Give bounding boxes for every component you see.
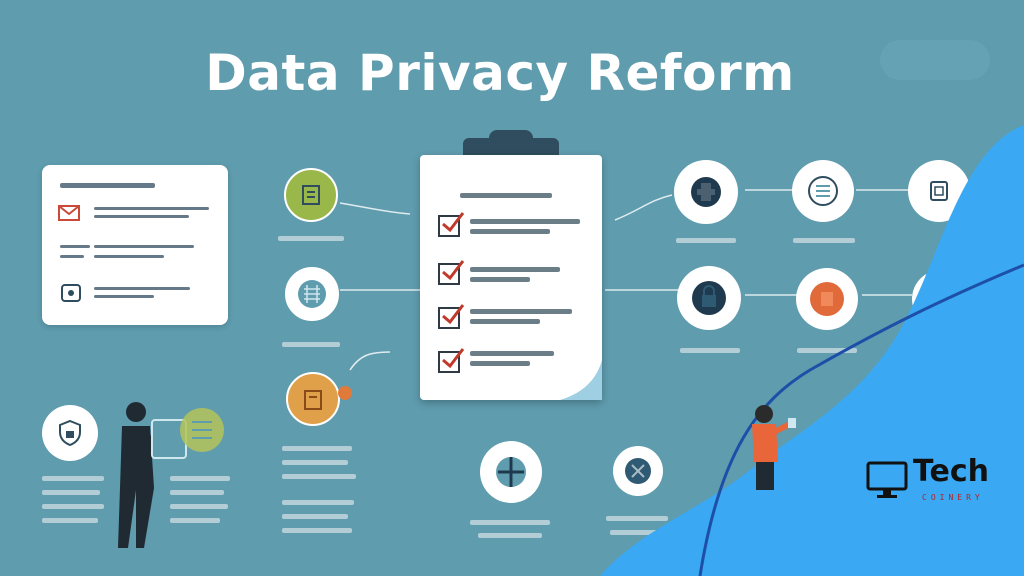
puzzle-icon xyxy=(674,160,738,224)
gmail-icon xyxy=(58,205,80,221)
icon-label xyxy=(282,342,340,347)
document-icon xyxy=(284,168,338,222)
logo-wordmark: Tech xyxy=(913,454,989,489)
checkbox-1 xyxy=(438,215,460,237)
database-icon xyxy=(792,160,854,222)
padlock-icon xyxy=(677,266,741,330)
check-icon xyxy=(442,304,465,325)
checkbox-3 xyxy=(438,307,460,329)
check-icon xyxy=(442,348,465,369)
cloud-decoration xyxy=(880,40,990,80)
globe-icon xyxy=(480,441,542,503)
monitor-icon xyxy=(866,461,908,501)
page-title: Data Privacy Reform xyxy=(205,44,795,102)
shield-icon xyxy=(42,405,98,461)
alert-icon xyxy=(796,268,858,330)
checklist-heading xyxy=(460,193,552,198)
check-icon xyxy=(442,260,465,281)
checkbox-2 xyxy=(438,263,460,285)
person-figure xyxy=(118,402,224,548)
icon-label xyxy=(278,236,344,241)
fingerprint-icon xyxy=(613,446,663,496)
shield-icon xyxy=(60,283,82,303)
network-icon xyxy=(285,267,339,321)
check-icon xyxy=(442,212,465,233)
card-heading xyxy=(60,183,155,188)
alert-dot xyxy=(338,386,352,400)
person-figure xyxy=(752,405,796,490)
checkbox-4 xyxy=(438,351,460,373)
lock-icon xyxy=(286,372,340,426)
logo-subtext: COINERY xyxy=(922,493,984,502)
info-card xyxy=(42,165,228,325)
checklist-clipboard xyxy=(420,155,602,400)
page-curl xyxy=(560,360,602,400)
